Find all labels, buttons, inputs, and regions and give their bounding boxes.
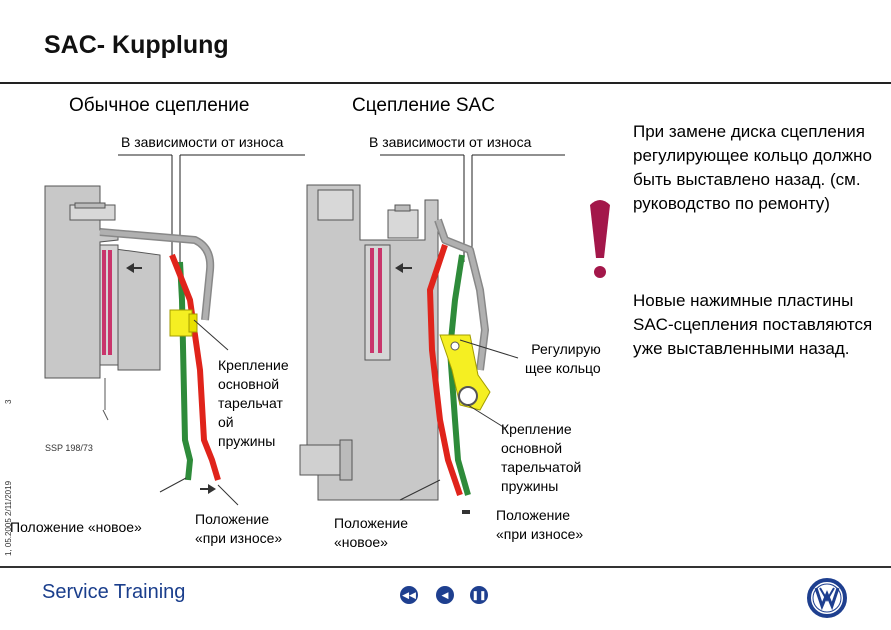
service-training-label: Service Training (42, 581, 186, 603)
slide-title: SAC- Kupplung (44, 31, 229, 59)
right-spring-mount-callout: Крепление основной тарельчатой пружины (501, 421, 582, 494)
regulating-ring-label: Регулирую щее кольцо (525, 341, 601, 376)
left-wear-note: В зависимости от износа (121, 134, 284, 150)
side-paragraph-1: При замене диска сцепления регулирующее … (633, 122, 872, 213)
side-paragraph-2: Новые нажимные пластины SAC-сцепления по… (633, 291, 873, 358)
left-heading: Обычное сцепление (69, 95, 250, 116)
left-new-position-label: Положение «новое» (10, 519, 142, 535)
pause-icon[interactable]: ❚❚ (470, 586, 488, 604)
right-wear-note: В зависимости от износа (369, 134, 532, 150)
ssp-label: SSP 198/73 (45, 443, 93, 453)
left-worn-position-label: Положение «при износе» (195, 511, 283, 546)
title-divider (0, 82, 891, 84)
page-number: 3 (4, 399, 13, 404)
right-new-position-label: Положение «новое» (334, 515, 408, 550)
previous-page-icon[interactable]: ◀ (436, 586, 454, 604)
date-stamp: 1, 05.2005 2/11/2019 (4, 480, 13, 556)
right-housing (299, 154, 565, 514)
exclamation-icon (590, 200, 610, 278)
first-page-icon[interactable]: ◀◀ (400, 586, 418, 604)
right-heading: Сцепление SAC (352, 95, 495, 116)
left-housing (44, 154, 305, 506)
right-worn-position-label: Положение «при износе» (496, 507, 584, 542)
left-spring-mount-callout: Крепление основной тарельчат ой пружины (218, 357, 289, 449)
footer-divider (0, 566, 891, 568)
